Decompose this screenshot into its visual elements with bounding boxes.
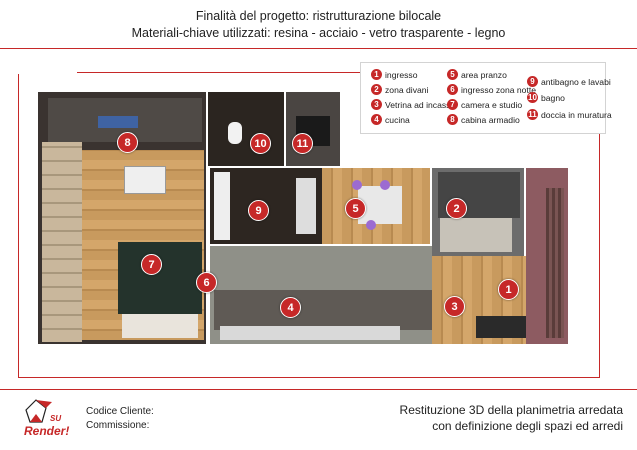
render-logo-icon xyxy=(25,399,52,423)
room-dining xyxy=(322,168,430,244)
footer-description-line2: con definizione degli spazi ed arredi xyxy=(432,419,623,433)
marker-3: 3 xyxy=(444,296,465,317)
marker-11: 11 xyxy=(292,133,313,154)
entrance-wall xyxy=(526,168,568,344)
marker-1: 1 xyxy=(498,279,519,300)
room-shower xyxy=(286,92,340,166)
room-bathroom xyxy=(208,92,284,166)
frame-gap xyxy=(17,70,77,74)
project-purpose: Finalità del progetto: ristrutturazione … xyxy=(195,9,442,23)
marker-2: 2 xyxy=(446,198,467,219)
marker-9: 9 xyxy=(248,200,269,221)
room-kitchen xyxy=(210,246,436,344)
logo-text: Render! xyxy=(24,424,70,438)
marker-4: 4 xyxy=(280,297,301,318)
key-materials: Materiali-chiave utilizzati: resina - ac… xyxy=(131,26,506,40)
commission-label: Commissione: xyxy=(86,420,150,431)
marker-6: 6 xyxy=(196,272,217,293)
marker-5: 5 xyxy=(345,198,366,219)
marker-7: 7 xyxy=(141,254,162,275)
marker-10: 10 xyxy=(250,133,271,154)
footer-divider xyxy=(0,389,637,390)
footer-description-line1: Restituzione 3D della planimetria arreda… xyxy=(399,403,623,417)
marker-8: 8 xyxy=(117,132,138,153)
room-bedroom xyxy=(38,92,206,344)
header-divider xyxy=(0,48,637,49)
plan-frame xyxy=(18,72,600,378)
logo-su-text: SU xyxy=(50,414,62,423)
client-code-label: Codice Cliente: xyxy=(86,406,154,417)
